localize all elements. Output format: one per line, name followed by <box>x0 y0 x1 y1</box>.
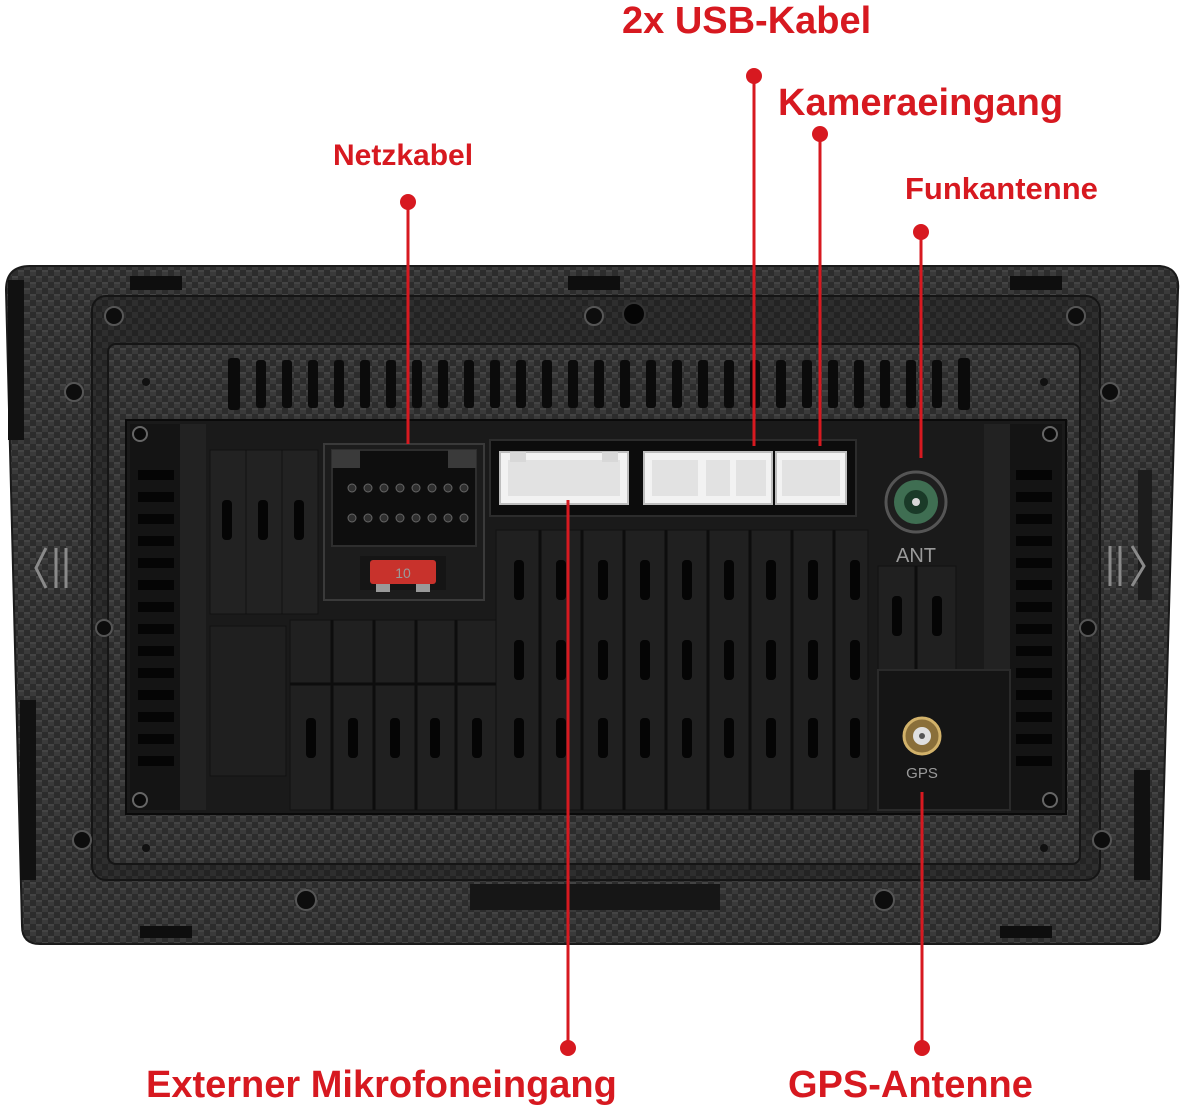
camera-connector[interactable] <box>775 451 847 505</box>
microphone-connector[interactable] <box>499 451 629 505</box>
label-external-microphone: Externer Mikrofoneingang <box>146 1064 617 1106</box>
callout-lines <box>406 76 924 1048</box>
gps-antenna-socket[interactable] <box>902 716 942 756</box>
label-usb-cables: 2x USB-Kabel <box>622 0 872 42</box>
fuse-rating: 10 <box>395 565 411 581</box>
slide-right-icon <box>1108 545 1146 587</box>
gps-mark: GPS <box>906 765 938 782</box>
fuse-icon <box>370 560 436 592</box>
label-camera-input: Kameraeingang <box>778 82 1064 124</box>
callout-dots <box>400 68 930 1056</box>
label-power-cable: Netzkabel <box>333 139 474 172</box>
radio-antenna-socket[interactable] <box>884 470 948 534</box>
top-vents <box>228 358 970 410</box>
gps-socket-panel <box>877 669 1011 811</box>
cooling-grid <box>209 449 957 811</box>
mounting-screws <box>64 302 1120 911</box>
usb-connectors[interactable] <box>643 451 773 505</box>
slide-left-icon <box>34 547 68 589</box>
side-fins-left <box>138 470 174 766</box>
label-gps-antenna: GPS-Antenne <box>788 1064 1033 1106</box>
side-fins-right <box>1016 470 1052 766</box>
power-connector[interactable]: 10 <box>323 443 485 601</box>
ant-mark: ANT <box>896 545 936 567</box>
label-radio-antenna: Funkantenne <box>905 171 1098 206</box>
